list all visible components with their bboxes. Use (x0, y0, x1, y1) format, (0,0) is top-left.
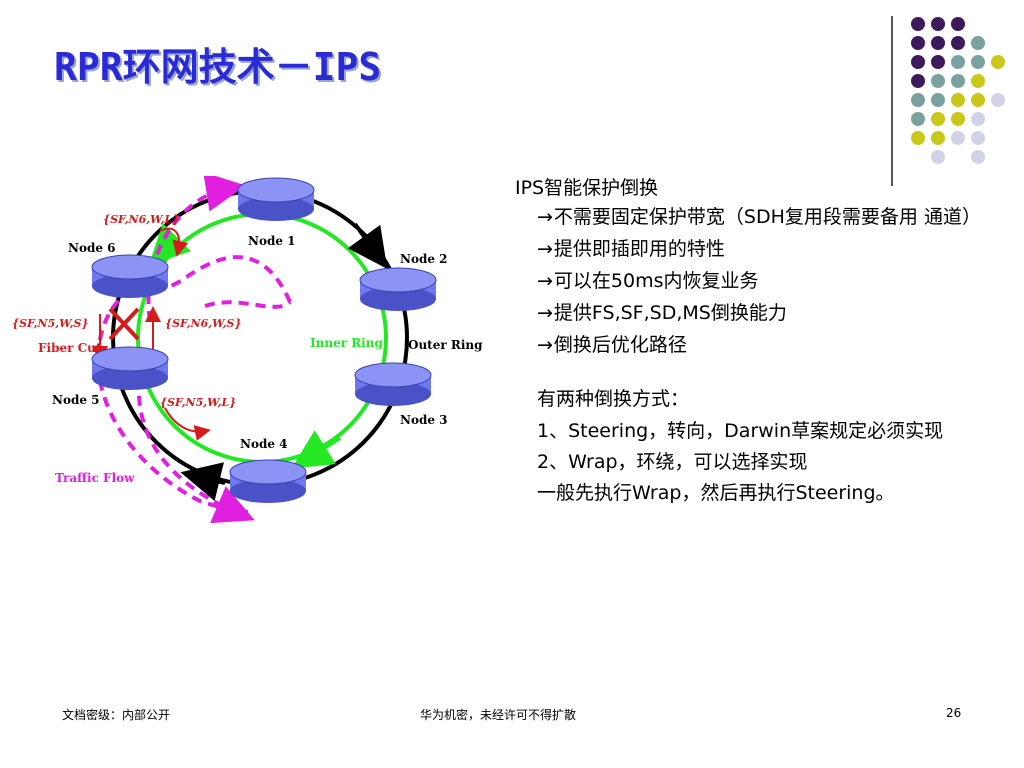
dot (931, 17, 945, 31)
dot (911, 112, 925, 126)
dot (931, 74, 945, 88)
dot (971, 93, 985, 107)
inner-ring-arrow (291, 430, 342, 469)
footer-classification: 文档密级：内部公开 (62, 708, 171, 722)
node-label: Node 6 (68, 241, 116, 255)
methods-heading: 有两种倒换方式： (537, 388, 690, 411)
dot (911, 55, 925, 69)
inner-ring-label: Inner Ring (310, 336, 383, 350)
node-6 (91, 254, 169, 298)
dot (911, 131, 925, 145)
page-number: 26 (946, 706, 962, 720)
bullet-text: 可以在50ms内恢复业务 (553, 270, 759, 293)
bullet-item: → 提供即插即用的特性 (537, 237, 995, 262)
outer-ring-arrow (347, 222, 388, 269)
arrow-icon: → (537, 334, 553, 357)
dot (951, 36, 965, 50)
dot (971, 112, 985, 126)
bullet-text: 提供即插即用的特性 (553, 238, 725, 261)
traffic-flow-label: Traffic Flow (55, 471, 135, 485)
arrow-icon: → (537, 270, 553, 293)
message-label-left: {SF,N5,W,S} (12, 317, 89, 330)
node-1 (237, 177, 315, 221)
node-3 (354, 362, 432, 406)
dot (971, 131, 985, 145)
spacer (515, 365, 995, 387)
message-arrow (159, 227, 189, 257)
arrow-icon: → (537, 302, 553, 325)
dot (951, 131, 965, 145)
dot (991, 93, 1005, 107)
node-label: Node 3 (400, 413, 448, 427)
dot (971, 74, 985, 88)
message-label-bottom: {SF,N5,W,L} (160, 396, 236, 409)
content-heading: IPS智能保护倒换 (515, 177, 659, 199)
node-2 (359, 267, 437, 311)
bullet-text: 不需要固定保护带宽（SDH复用段需要备用 通道） (553, 206, 981, 229)
dot (951, 17, 965, 31)
arrow-icon: → (537, 238, 553, 261)
summary-text: 一般先执行Wrap，然后再执行Steering。 (537, 481, 895, 504)
method-wrap: 2、Wrap，环绕，可以选择实现 (537, 450, 808, 473)
traffic-flow-path (146, 176, 246, 322)
node-label: Node 2 (400, 252, 448, 266)
outer-ring-arrow (180, 462, 226, 502)
dot (931, 112, 945, 126)
dot (931, 131, 945, 145)
decorative-divider (891, 16, 893, 186)
fiber-cut-label: Fiber Cut (38, 341, 102, 355)
bullet-item: → 提供FS,SF,SD,MS倒换能力 (537, 301, 995, 326)
dot (931, 93, 945, 107)
bullet-text: 提供FS,SF,SD,MS倒换能力 (553, 302, 787, 325)
dot (911, 93, 925, 107)
dot (971, 55, 985, 69)
message-label-top: {SF,N6,W,L} (103, 213, 179, 226)
arrow-icon: → (537, 206, 553, 229)
node-5 (91, 346, 169, 390)
method-steering: 1、Steering，转向，Darwin草案规定必须实现 (537, 419, 944, 442)
traffic-flow-path (204, 300, 292, 309)
decorative-dot-grid (900, 10, 1024, 170)
rpr-ring-diagram: Node 1 Node 2 Node 3 Node 4 Node 5 Node … (12, 176, 483, 524)
slide-title: RPR环网技术－IPS (54, 45, 382, 89)
dot (911, 74, 925, 88)
dot (931, 55, 945, 69)
content-block: IPS智能保护倒换 → 不需要固定保护带宽（SDH复用段需要备用 通道） → 提… (515, 176, 995, 512)
dot (951, 55, 965, 69)
node-label: Node 4 (240, 437, 288, 451)
bullet-item: → 可以在50ms内恢复业务 (537, 269, 995, 294)
node-4 (229, 459, 307, 503)
node-label: Node 1 (248, 234, 296, 248)
dot (971, 36, 985, 50)
dot (951, 74, 965, 88)
dot (911, 36, 925, 50)
fiber-cut-mark (108, 307, 140, 341)
dot (931, 36, 945, 50)
outer-ring-label: Outer Ring (408, 338, 483, 352)
message-label-right: {SF,N6,W,S} (165, 317, 242, 330)
traffic-flow-path (96, 255, 292, 514)
bullet-item: → 不需要固定保护带宽（SDH复用段需要备用 通道） (537, 205, 995, 230)
dot (971, 150, 985, 164)
dot (991, 55, 1005, 69)
footer-confidential: 华为机密，未经许可不得扩散 (420, 708, 577, 722)
dot (911, 17, 925, 31)
bullet-item: → 倒换后优化路径 (537, 333, 995, 358)
dot (931, 150, 945, 164)
inner-ring-arrow (148, 222, 192, 266)
bullet-text: 倒换后优化路径 (553, 334, 687, 357)
dot (951, 112, 965, 126)
node-label: Node 5 (52, 393, 100, 407)
message-arrow (164, 407, 211, 441)
dot (951, 93, 965, 107)
